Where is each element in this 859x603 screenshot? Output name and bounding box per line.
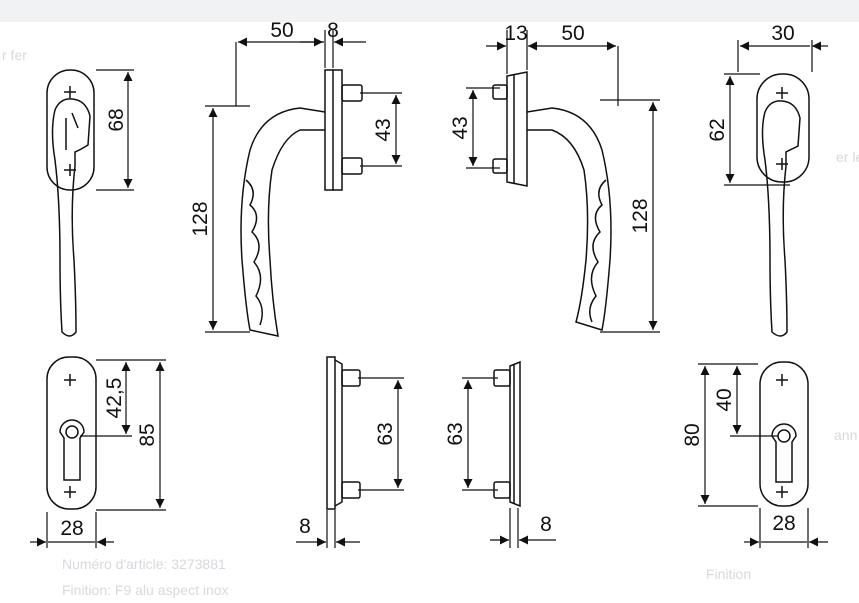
cylinder-cutout-right bbox=[771, 423, 797, 483]
lever-right bbox=[761, 100, 801, 337]
dim-label-128-right: 128 bbox=[629, 198, 652, 233]
faded-text-right: er le bbox=[836, 149, 859, 165]
front-plate-left bbox=[46, 356, 97, 510]
front-plate-left-screws bbox=[64, 374, 76, 498]
dim-label-50-right: 50 bbox=[561, 22, 584, 45]
dim-v2 bbox=[205, 30, 402, 333]
side-plate-right bbox=[493, 360, 521, 508]
rose-side bbox=[324, 69, 334, 191]
dim-v3 bbox=[466, 30, 660, 333]
rose-side-right bbox=[506, 71, 528, 187]
lever-side bbox=[240, 107, 326, 337]
plate-outline bbox=[46, 356, 97, 510]
dim-label-13: 13 bbox=[504, 22, 527, 45]
dim-label-63-left: 63 bbox=[374, 422, 397, 445]
front-handle-left bbox=[46, 69, 95, 337]
spindle-top bbox=[341, 84, 363, 102]
front-handle-right bbox=[756, 73, 810, 337]
plate-outline-right bbox=[759, 361, 809, 507]
dim-label-8-top: 8 bbox=[327, 19, 339, 42]
rose-plate-right bbox=[756, 73, 810, 183]
dim-label-28-right: 28 bbox=[772, 512, 795, 535]
side-handle-right bbox=[492, 71, 612, 331]
dim-p4 bbox=[698, 363, 828, 548]
faded-text-right-2: ann bbox=[834, 427, 858, 443]
dim-label-62: 62 bbox=[706, 118, 729, 141]
dim-label-43-left: 43 bbox=[372, 118, 395, 141]
faded-finish: Finition: F9 alu aspect inox bbox=[62, 582, 229, 598]
side-handle-left bbox=[240, 69, 363, 337]
front-plate-right-screws bbox=[776, 374, 788, 498]
faded-finish-right: Finition bbox=[706, 566, 752, 582]
front-handle-right-screws bbox=[776, 87, 788, 170]
dim-p2 bbox=[296, 377, 404, 548]
side-plate-left bbox=[326, 356, 361, 510]
dim-v4 bbox=[724, 40, 828, 186]
dim-label-63-right: 63 bbox=[444, 422, 467, 445]
rose-plate bbox=[46, 69, 95, 191]
dim-label-28-left: 28 bbox=[60, 517, 83, 540]
front-plate-right bbox=[759, 361, 809, 507]
plate-side-right bbox=[509, 360, 521, 508]
faded-text-left: r fer bbox=[2, 47, 27, 63]
cylinder-cutout bbox=[59, 419, 85, 481]
dim-label-30: 30 bbox=[771, 22, 794, 45]
dim-label-85: 85 bbox=[136, 423, 159, 446]
faded-article-number: Numéro d'article: 3273881 bbox=[62, 556, 226, 572]
dim-label-43-right: 43 bbox=[449, 116, 472, 139]
dim-label-50-left: 50 bbox=[270, 19, 293, 42]
plate-side bbox=[326, 356, 336, 510]
lever-side-right bbox=[526, 107, 612, 331]
dim-v1 bbox=[96, 69, 134, 191]
front-handle-left-screws bbox=[64, 86, 76, 176]
dim-label-40: 40 bbox=[713, 388, 736, 411]
dim-label-42-5: 42,5 bbox=[103, 378, 126, 419]
dim-label-128-left: 128 bbox=[189, 201, 212, 236]
lever bbox=[51, 98, 91, 337]
spindle-bottom bbox=[341, 157, 363, 175]
dim-label-8-right: 8 bbox=[540, 513, 552, 536]
dim-label-68: 68 bbox=[105, 108, 128, 131]
dim-label-80: 80 bbox=[681, 423, 704, 446]
dim-label-8-left: 8 bbox=[299, 515, 311, 538]
top-band bbox=[0, 0, 859, 22]
dim-p1 bbox=[30, 359, 166, 548]
dim-p3 bbox=[462, 377, 556, 548]
